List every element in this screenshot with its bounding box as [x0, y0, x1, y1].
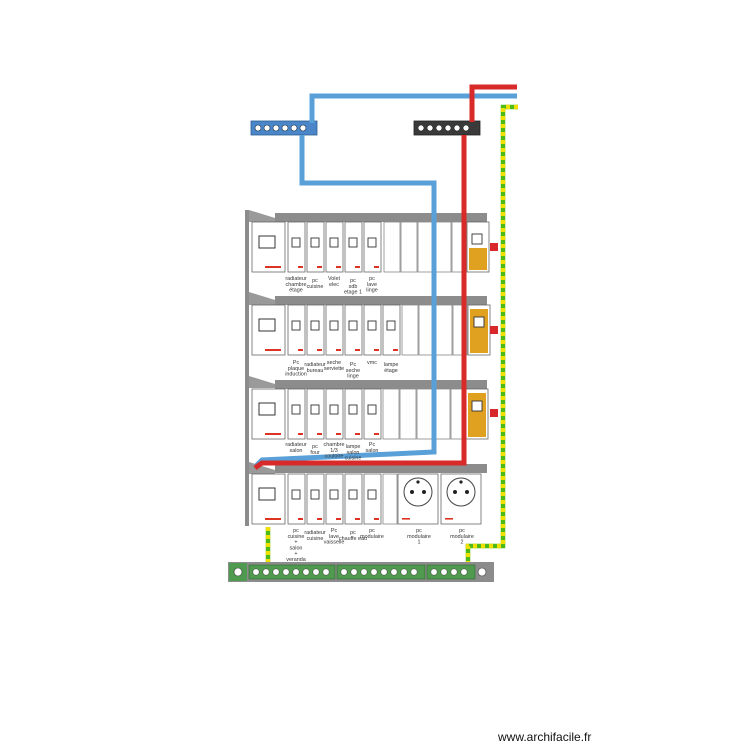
breaker [306, 388, 325, 440]
breaker [382, 304, 401, 356]
din-rail-1 [275, 213, 487, 222]
breaker [325, 304, 344, 356]
din-rail-3 [275, 380, 487, 389]
row-4 [251, 473, 482, 525]
earth-terminal-bar [228, 562, 494, 582]
modular-socket [440, 473, 482, 525]
differential-toggle [258, 402, 276, 416]
blank-module [435, 304, 453, 356]
breaker [344, 473, 363, 525]
breaker [306, 221, 325, 273]
breaker [325, 388, 344, 440]
panel-left-side [245, 210, 249, 526]
row-clips [490, 243, 498, 417]
breaker [363, 304, 382, 356]
blank-module [416, 388, 434, 440]
watermark: www.archifacile.fr [497, 730, 591, 744]
blank-module [382, 388, 400, 440]
breaker [287, 473, 306, 525]
breaker [306, 304, 325, 356]
breaker-label: vmc [367, 360, 377, 366]
modular-socket [397, 473, 439, 525]
din-rail-2 [275, 296, 487, 305]
breaker [344, 388, 363, 440]
breaker [363, 388, 382, 440]
phase-terminal-bar [413, 120, 481, 136]
panel-left-bracket-2 [249, 292, 275, 305]
earth-wire [265, 104, 518, 566]
breaker [287, 304, 306, 356]
row-2 [251, 304, 491, 356]
blank-module [383, 221, 401, 273]
differential-toggle [258, 487, 276, 501]
breaker [287, 221, 306, 273]
breaker [363, 473, 382, 525]
panel-left-bracket-3 [249, 376, 275, 388]
blank-module [434, 221, 452, 273]
differential-toggle [258, 318, 276, 332]
neutral-terminal-bar [250, 120, 318, 136]
breaker [363, 221, 382, 273]
blank-module [401, 304, 419, 356]
blank-module [400, 221, 418, 273]
breaker [325, 473, 344, 525]
breaker [344, 221, 363, 273]
blank-module [382, 473, 398, 525]
din-rail-4 [275, 464, 487, 473]
breaker [325, 221, 344, 273]
breaker [287, 388, 306, 440]
row-1 [251, 221, 490, 273]
panel-left-bracket-1 [249, 210, 275, 222]
panel-frame [245, 210, 487, 526]
row-3 [251, 388, 489, 440]
blank-module [399, 388, 417, 440]
breaker [306, 473, 325, 525]
breaker [344, 304, 363, 356]
phase-wire [253, 84, 517, 471]
differential-status-bar [265, 266, 281, 268]
differential-toggle [258, 235, 276, 249]
